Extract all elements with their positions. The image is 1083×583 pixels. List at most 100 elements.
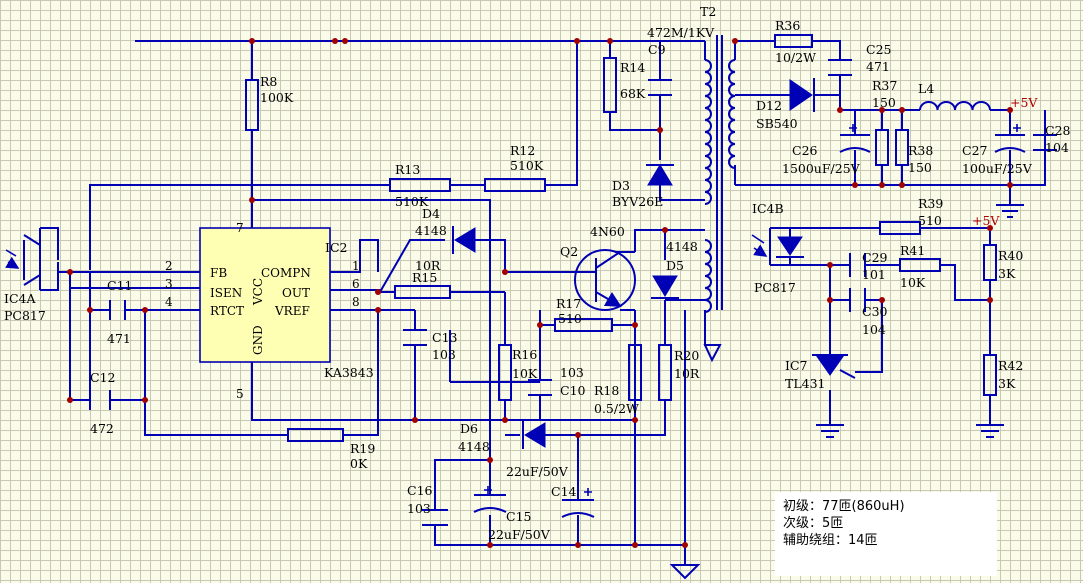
r39-ref: R39 xyxy=(918,196,943,211)
c25-value: 471 xyxy=(866,59,890,74)
c11-body xyxy=(109,300,126,320)
c14-body xyxy=(561,499,595,518)
r15-ref: R15 xyxy=(412,270,437,285)
r8-value: 100K xyxy=(260,90,294,105)
d12-part: SB540 xyxy=(756,116,798,131)
t2-ref: T2 xyxy=(700,4,716,19)
r37-ref: R37 xyxy=(872,78,897,93)
r13-value: 510K xyxy=(395,194,429,209)
ic2-pin-fb: FB xyxy=(210,266,227,280)
r37-body xyxy=(875,129,889,166)
t2-spec: 472M/1KV xyxy=(647,25,715,40)
ic4b-part: PC817 xyxy=(754,280,796,295)
r8-body xyxy=(245,79,259,131)
r17-ref: R17 xyxy=(556,296,581,311)
c27-value: 100uF/25V xyxy=(962,161,1033,176)
q2-ref: Q2 xyxy=(560,244,578,259)
ic2-pin-out: OUT xyxy=(282,286,310,300)
r41-value: 10K xyxy=(900,275,926,290)
l4-ref: L4 xyxy=(918,81,934,96)
r38-value: 150 xyxy=(908,160,932,175)
winding-notes-box: 初级：77匝(860uH) 次级：5匝 辅助绕组：14匝 xyxy=(775,492,997,576)
c12-body xyxy=(89,390,111,410)
r12-body xyxy=(484,178,546,192)
r41-body xyxy=(899,258,941,272)
ic2-pin-num-8: 8 xyxy=(352,295,360,309)
r38-body xyxy=(895,129,909,166)
r36-body xyxy=(774,34,813,48)
r40-ref: R40 xyxy=(998,248,1023,263)
r18-ref: R18 xyxy=(594,383,619,398)
r17-body xyxy=(554,318,613,332)
ic2-pin-num-1: 1 xyxy=(352,259,360,273)
note-secondary-turns: 次级：5匝 xyxy=(783,516,844,531)
ic7-part: TL431 xyxy=(785,376,826,391)
d3-ref: D3 xyxy=(612,178,630,193)
ic7-tl431 xyxy=(812,354,856,379)
c12-value: 472 xyxy=(90,421,114,436)
ic2-pin-compn: COMPN xyxy=(261,266,311,280)
c11-ref: C11 xyxy=(107,278,132,293)
r19-value: 0K xyxy=(350,456,368,471)
ic2-pin-vcc: VCC xyxy=(251,278,265,306)
ground-bottom xyxy=(669,564,701,580)
r13-body xyxy=(389,178,451,192)
ground-output xyxy=(996,204,1024,218)
c10-body xyxy=(528,379,552,396)
ground-tl431 xyxy=(816,424,844,438)
d6-part: 4148 xyxy=(458,439,490,454)
r14-value: 68K xyxy=(620,86,646,101)
c30-value: 104 xyxy=(862,322,886,337)
r39-value: 510 xyxy=(918,213,942,228)
r12-ref: R12 xyxy=(510,143,535,158)
r41-ref: R41 xyxy=(900,243,925,258)
ic2-pin-num-3: 3 xyxy=(165,277,173,291)
c12-ref: C12 xyxy=(90,370,115,385)
c29-value: 101 xyxy=(862,267,886,282)
ic4a-part: PC817 xyxy=(4,308,46,323)
r19-ref: R19 xyxy=(350,441,375,456)
c13-body xyxy=(403,329,427,346)
r13-ref: R13 xyxy=(395,162,420,177)
c9-ref: C9 xyxy=(648,42,666,57)
c28-value: 104 xyxy=(1045,140,1069,155)
c10-value: 103 xyxy=(560,365,584,380)
d12-body xyxy=(789,79,813,111)
r15-body xyxy=(394,285,451,299)
q2-part: 4N60 xyxy=(590,224,625,239)
r14-body xyxy=(603,57,617,113)
r38-ref: R38 xyxy=(908,143,933,158)
c14-ref: C14 xyxy=(551,484,577,499)
d4-body xyxy=(454,227,476,253)
junction-dots xyxy=(67,38,1013,548)
c16-body xyxy=(422,509,448,526)
c28-body xyxy=(1033,134,1057,151)
t2-transformer xyxy=(704,35,736,313)
ic2-pin-num-6: 6 xyxy=(352,277,360,291)
c15-body xyxy=(473,494,507,513)
c15-value: 22uF/50V xyxy=(488,527,551,542)
d5-body xyxy=(652,275,678,297)
r15-value: 10R xyxy=(415,258,441,273)
l4-inductor xyxy=(919,101,991,111)
r42-ref: R42 xyxy=(998,358,1023,373)
c9-body xyxy=(648,79,672,96)
r20-value: 10R xyxy=(674,366,700,381)
ic2-pin-rtct: RTCT xyxy=(210,304,244,318)
ic2-pin-num-7: 7 xyxy=(236,221,244,235)
component-labels: T2 472M/1KV C9 R8 100K R14 68K R12 510K … xyxy=(4,4,1071,542)
c30-ref: C30 xyxy=(862,304,888,319)
ground-t2 xyxy=(703,344,722,363)
ic2-ref: IC2 xyxy=(325,240,347,255)
ground-r42 xyxy=(976,424,1004,438)
ic4b-ref: IC4B xyxy=(752,201,784,216)
ic2-pin-isen: ISEN xyxy=(210,286,242,300)
r20-body xyxy=(658,344,672,401)
ic2-pin-vref: VREF xyxy=(274,304,310,318)
vout-net-right: +5V xyxy=(972,213,1000,228)
r40-body xyxy=(983,244,997,281)
c25-body xyxy=(828,59,852,76)
ic7-ref: IC7 xyxy=(785,358,808,373)
d5-part: 4148 xyxy=(666,239,698,254)
